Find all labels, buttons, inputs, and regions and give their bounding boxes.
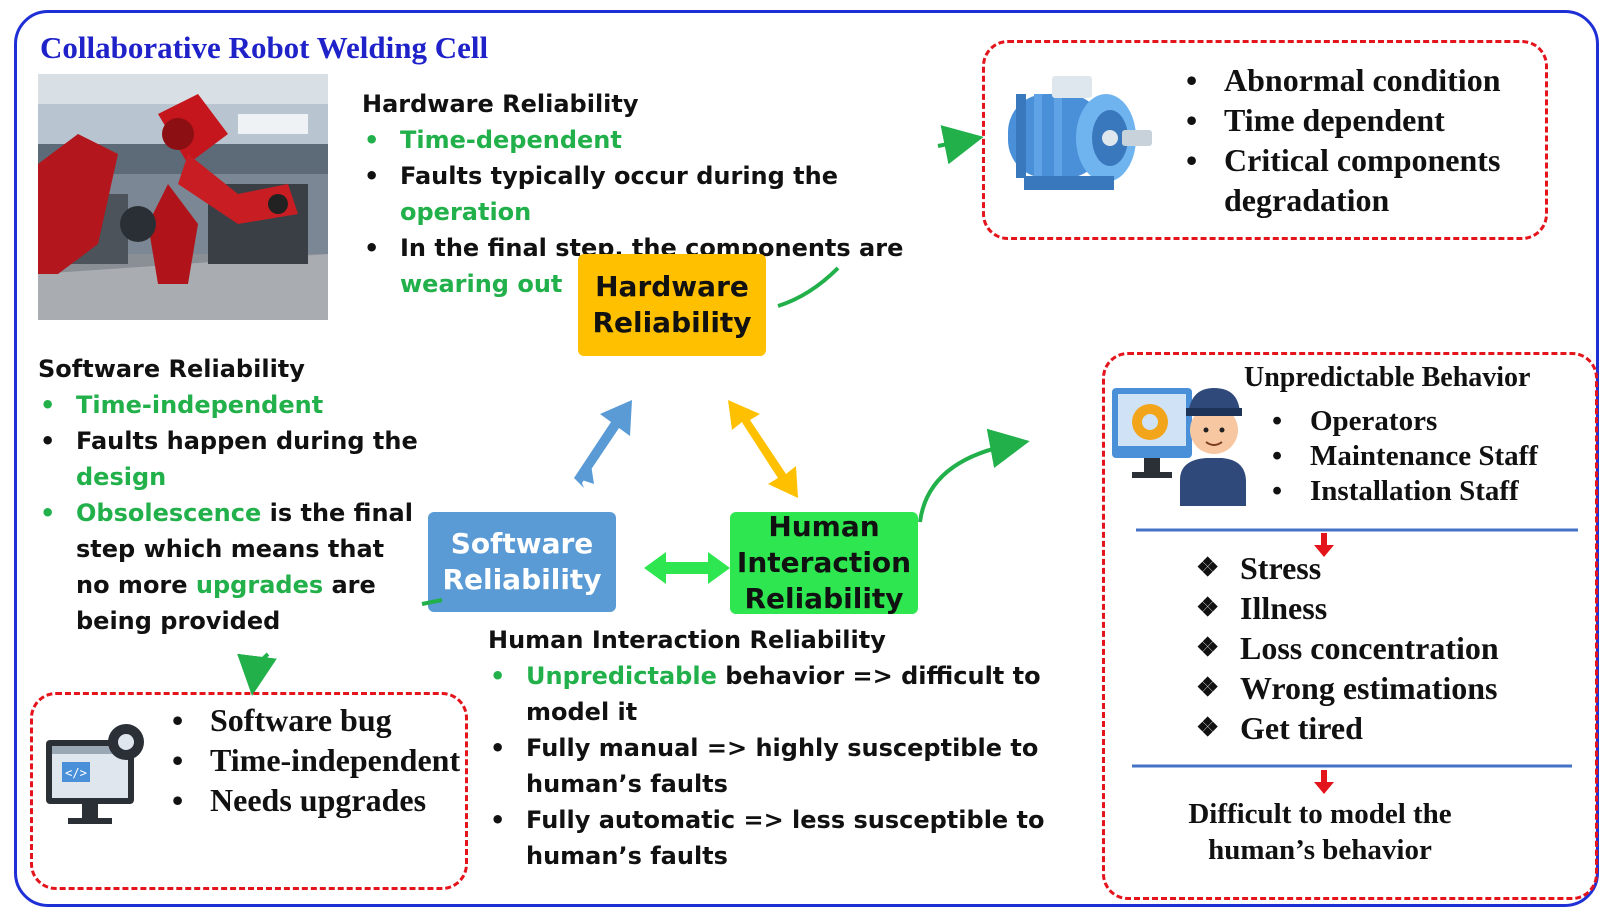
human-item-3: Fully automatic => less susceptible to h… bbox=[488, 802, 1068, 874]
software-reliability-box: Software Reliability bbox=[428, 512, 616, 612]
software-item-1: Time-independent bbox=[38, 387, 418, 423]
factor-item: Stress bbox=[1196, 548, 1576, 588]
arrow-software-human bbox=[644, 552, 730, 584]
software-item-2: Faults happen during the design bbox=[38, 423, 418, 495]
human-heading: Human Interaction Reliability bbox=[488, 626, 886, 654]
software-panel-item: Software bug bbox=[166, 700, 466, 740]
motor-list: Abnormal condition Time dependent Critic… bbox=[1180, 60, 1560, 220]
staff-item: Installation Staff bbox=[1266, 474, 1596, 509]
motor-item: Critical components degradation bbox=[1180, 140, 1560, 220]
human-panel-heading: Unpredictable Behavior bbox=[1244, 362, 1531, 393]
human-item-1: Unpredictable behavior => difficult to m… bbox=[488, 658, 1068, 730]
human-reliability-box: Human Interaction Reliability bbox=[730, 510, 918, 615]
factor-item: Illness bbox=[1196, 588, 1576, 628]
hardware-description: Hardware Reliability Time-dependent Faul… bbox=[362, 86, 922, 302]
factor-item: Loss concentration bbox=[1196, 628, 1576, 668]
hardware-item-3: In the final step, the components are we… bbox=[362, 230, 922, 302]
factor-item: Wrong estimations bbox=[1196, 668, 1576, 708]
staff-list: Operators Maintenance Staff Installation… bbox=[1266, 404, 1596, 509]
factor-item: Get tired bbox=[1196, 708, 1576, 748]
software-panel-item: Time-independent bbox=[166, 740, 466, 780]
motor-item: Abnormal condition bbox=[1180, 60, 1560, 100]
human-conclusion: Difficult to model the human’s behavior bbox=[1188, 798, 1452, 866]
hardware-item-2: Faults typically occur during the operat… bbox=[362, 158, 922, 230]
staff-item: Maintenance Staff bbox=[1266, 439, 1596, 474]
worker-icon bbox=[1110, 370, 1246, 506]
human-panel bbox=[1102, 352, 1598, 900]
software-item-3: Obsolescence is the final step which mea… bbox=[38, 495, 418, 639]
arrow-software-hardware bbox=[574, 400, 632, 488]
arrow-hardware-human bbox=[728, 400, 798, 498]
software-list: Software bug Time-independent Needs upgr… bbox=[166, 700, 466, 820]
svg-text:</>: </> bbox=[65, 766, 87, 780]
motor-icon bbox=[994, 66, 1158, 206]
software-panel-item: Needs upgrades bbox=[166, 780, 466, 820]
computer-code-icon: </> bbox=[42, 720, 148, 840]
hardware-heading: Hardware Reliability bbox=[362, 90, 639, 118]
software-panel bbox=[30, 692, 468, 890]
hardware-item-1: Time-dependent bbox=[362, 122, 922, 158]
page-title: Collaborative Robot Welding Cell bbox=[40, 30, 489, 65]
human-description: Human Interaction Reliability Unpredicta… bbox=[488, 622, 1068, 874]
robot-welding-photo bbox=[38, 74, 328, 320]
software-description: Software Reliability Time-independent Fa… bbox=[38, 351, 418, 639]
motor-item: Time dependent bbox=[1180, 100, 1560, 140]
hardware-reliability-box: Hardware Reliability bbox=[578, 254, 766, 356]
factor-list: Stress Illness Loss concentration Wrong … bbox=[1196, 548, 1576, 748]
human-item-2: Fully manual => highly susceptible to hu… bbox=[488, 730, 1068, 802]
staff-item: Operators bbox=[1266, 404, 1596, 439]
software-heading: Software Reliability bbox=[38, 355, 305, 383]
